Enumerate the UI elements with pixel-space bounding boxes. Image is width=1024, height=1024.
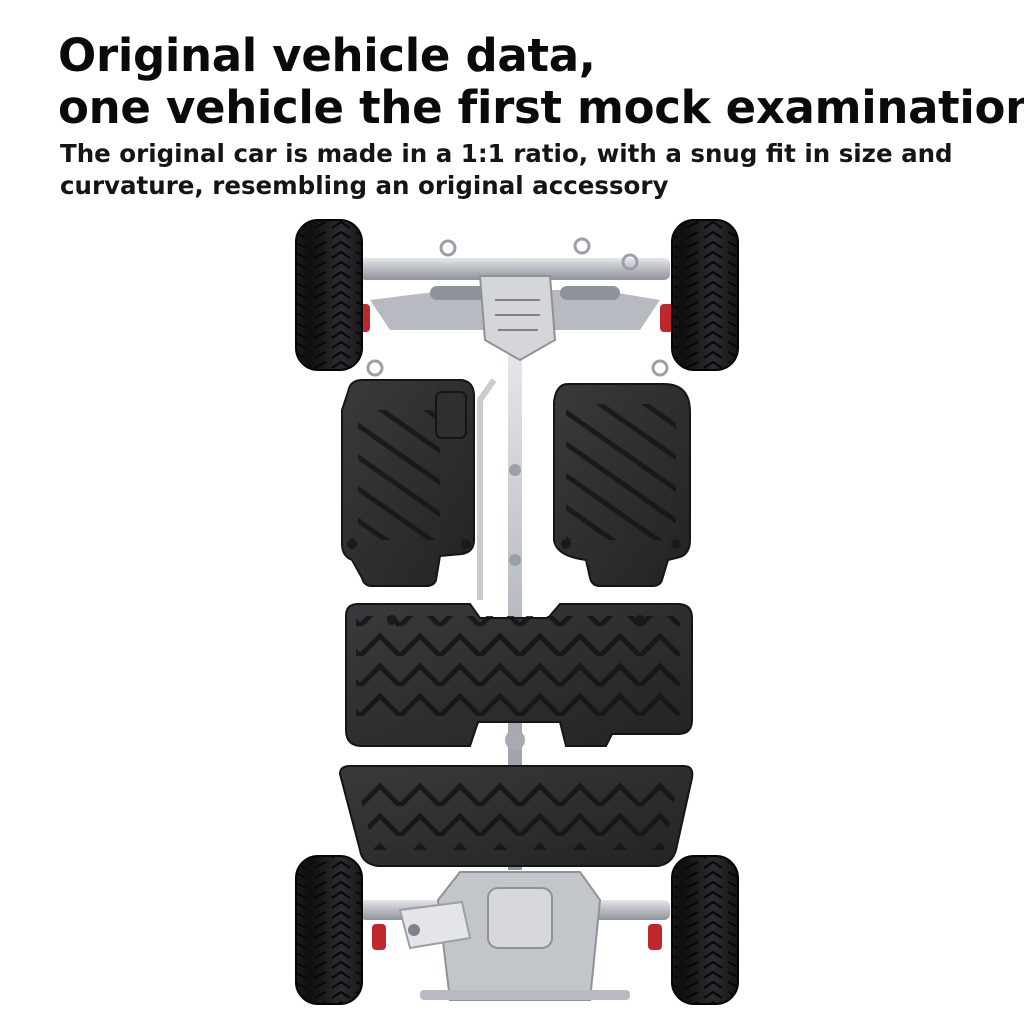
- front-axle: [356, 237, 674, 377]
- front-right-tire: [671, 219, 739, 371]
- subheadline-line-1: The original car is made in a 1:1 ratio,…: [60, 139, 953, 168]
- rear-right-spring: [648, 924, 662, 950]
- headline-line-2: one vehicle the first mock examination: [58, 81, 1024, 134]
- rear-right-tire: [671, 855, 739, 1005]
- drive-shaft: [477, 350, 525, 870]
- subheadline: The original car is made in a 1:1 ratio,…: [60, 138, 1000, 202]
- headline-line-1: Original vehicle data,: [58, 29, 596, 82]
- subheadline-line-2: curvature, resembling an original access…: [60, 171, 669, 200]
- third-row-floor-mat: [338, 765, 694, 867]
- driver-floor-mat: [341, 379, 475, 587]
- headline: Original vehicle data, one vehicle the f…: [58, 29, 1024, 134]
- front-left-tire: [295, 219, 363, 371]
- rear-left-spring: [372, 924, 386, 950]
- second-row-floor-mat: [345, 603, 693, 747]
- rear-left-tire: [295, 855, 363, 1005]
- passenger-floor-mat: [553, 383, 691, 587]
- rear-axle: [360, 871, 670, 1001]
- front-right-spring: [660, 304, 674, 332]
